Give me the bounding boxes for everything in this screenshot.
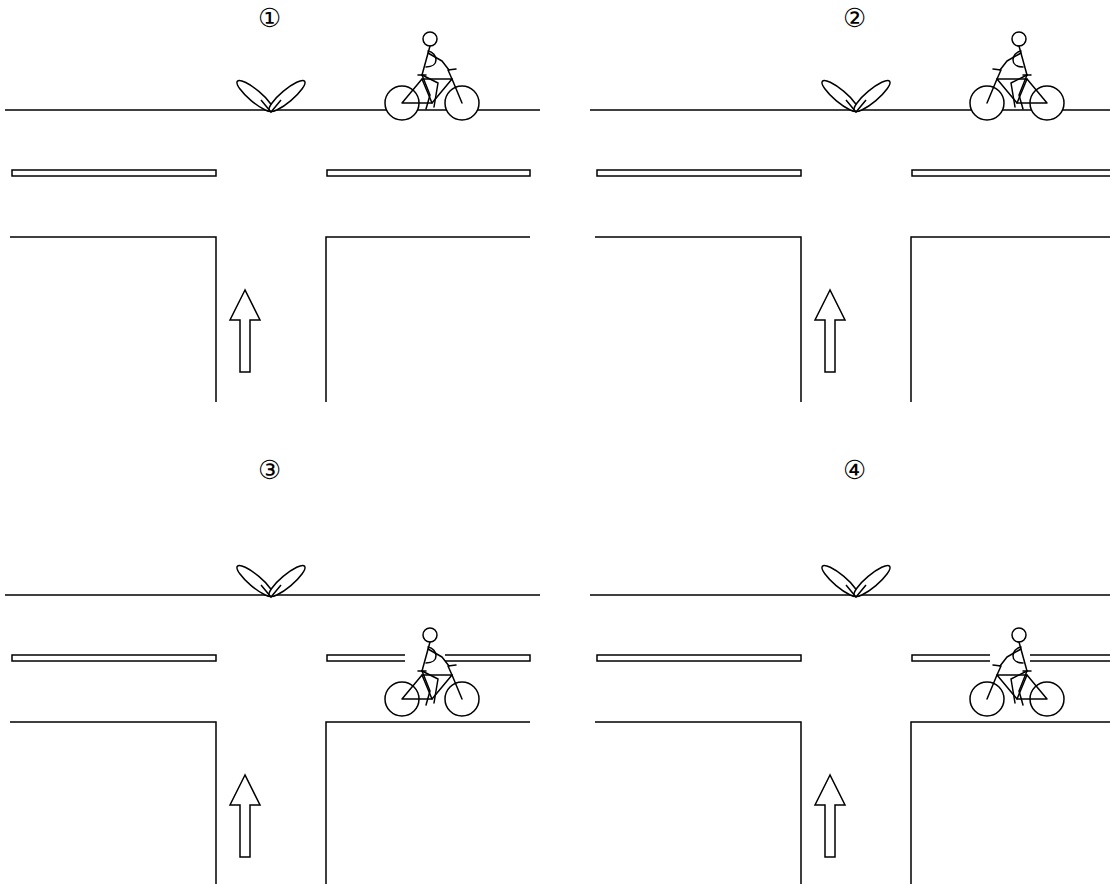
panel-number: ③	[258, 457, 281, 483]
panel-number: ①	[258, 5, 281, 31]
panel-number: ④	[843, 457, 866, 483]
panel-number: ②	[843, 5, 866, 31]
